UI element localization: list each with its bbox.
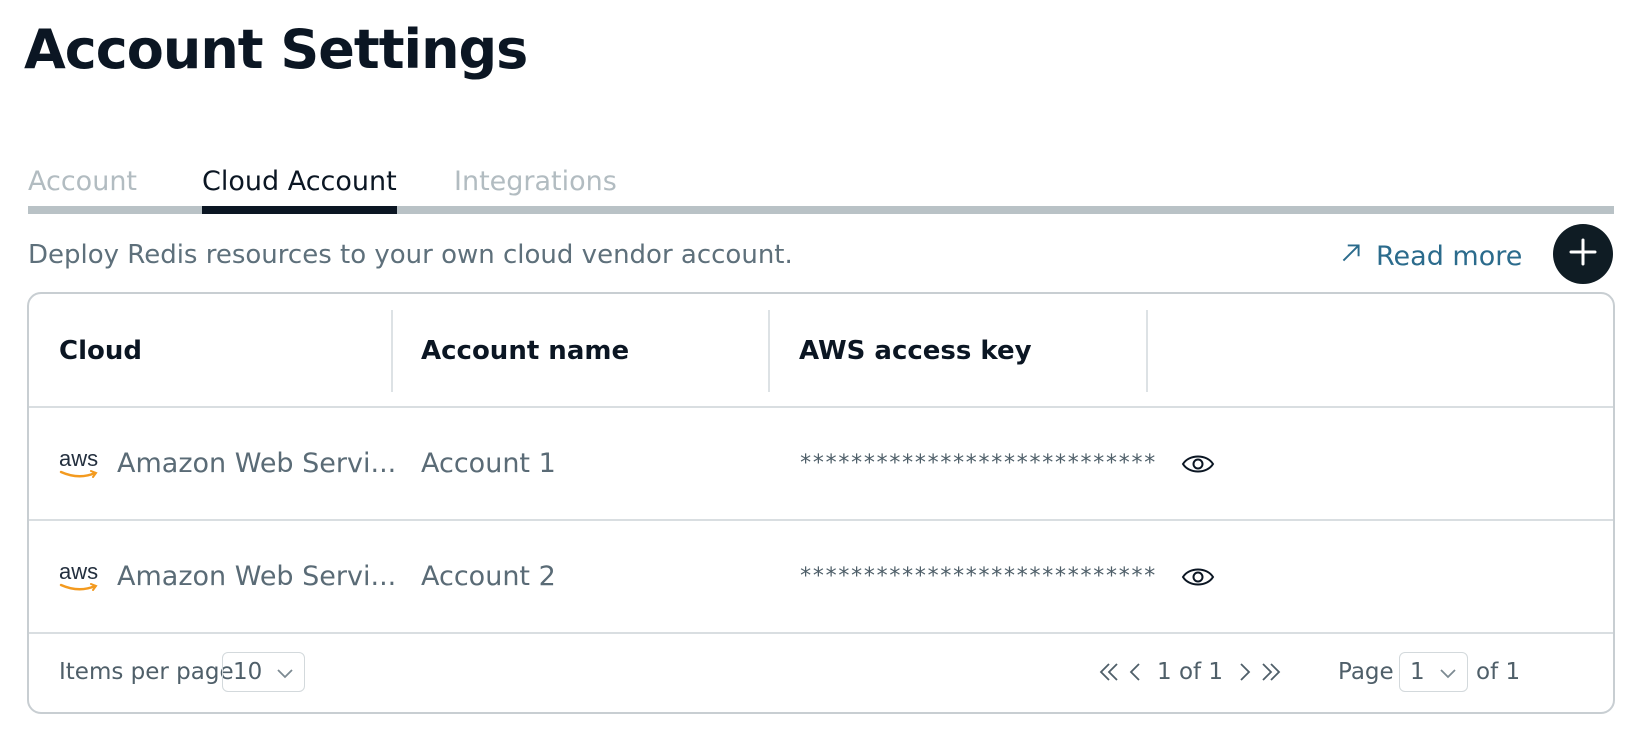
tab-label: Cloud Account — [202, 166, 397, 197]
action-cell — [1181, 521, 1215, 632]
cloud-cell: aws Amazon Web Servi... — [59, 521, 396, 632]
aws-logo-icon: aws — [59, 445, 99, 480]
column-divider[interactable] — [768, 310, 770, 392]
access-key-cell: **************************** — [799, 564, 1156, 589]
next-page-icon[interactable] — [1237, 661, 1253, 683]
table-footer: Items per page 10 1 of 1 Page 1 — [29, 632, 1613, 712]
column-header-aws-access-key[interactable]: AWS access key — [799, 336, 1032, 366]
action-cell — [1181, 408, 1215, 519]
cloud-name: Amazon Web Servi... — [117, 448, 397, 479]
pagination-controls: 1 of 1 — [1097, 632, 1283, 712]
tab-bar: Account Cloud Account Integrations — [28, 162, 1614, 214]
column-divider[interactable] — [391, 310, 393, 392]
cloud-accounts-table: Cloud Account name AWS access key aws Am… — [27, 292, 1615, 714]
add-cloud-account-button[interactable] — [1553, 224, 1613, 284]
access-key-cell: **************************** — [799, 451, 1156, 476]
table-header: Cloud Account name AWS access key — [29, 294, 1613, 408]
cloud-cell: aws Amazon Web Servi... — [59, 408, 396, 519]
aws-logo-text: aws — [59, 558, 99, 584]
page-total: of 1 — [1476, 659, 1521, 685]
account-name-cell: Account 1 — [421, 448, 556, 479]
plus-icon — [1568, 237, 1598, 271]
read-more-link[interactable]: Read more — [1338, 240, 1522, 273]
eye-icon[interactable] — [1181, 560, 1215, 594]
page-select[interactable]: 1 — [1399, 652, 1468, 692]
items-per-page-value: 10 — [233, 659, 263, 685]
items-per-page-label: Items per page — [59, 659, 234, 685]
page-label: Page — [1338, 659, 1394, 685]
first-page-icon[interactable] — [1097, 661, 1121, 683]
aws-logo-icon: aws — [59, 558, 99, 593]
column-divider[interactable] — [1146, 310, 1148, 392]
cloud-name: Amazon Web Servi... — [117, 561, 397, 592]
table-row: aws Amazon Web Servi... Account 1 ******… — [29, 408, 1613, 521]
page-select-value: 1 — [1410, 659, 1425, 685]
aws-logo-text: aws — [59, 445, 99, 471]
chevron-down-icon — [276, 659, 294, 685]
page-title: Account Settings — [24, 18, 528, 81]
table-row: aws Amazon Web Servi... Account 2 ******… — [29, 521, 1613, 634]
page-description: Deploy Redis resources to your own cloud… — [28, 240, 793, 270]
last-page-icon[interactable] — [1259, 661, 1283, 683]
arrow-up-right-icon — [1338, 240, 1364, 273]
column-header-account-name[interactable]: Account name — [421, 336, 630, 366]
tab-cloud-account[interactable]: Cloud Account — [202, 162, 397, 214]
account-name-cell: Account 2 — [421, 561, 556, 592]
active-tab-indicator — [202, 206, 397, 214]
previous-page-icon[interactable] — [1127, 661, 1143, 683]
tab-integrations[interactable]: Integrations — [454, 162, 617, 202]
items-per-page-select[interactable]: 10 — [222, 652, 306, 692]
page-range: 1 of 1 — [1157, 659, 1224, 685]
tab-account[interactable]: Account — [28, 162, 137, 202]
tab-label: Account — [28, 166, 138, 197]
chevron-down-icon — [1439, 659, 1457, 685]
eye-icon[interactable] — [1181, 447, 1215, 481]
read-more-label: Read more — [1376, 241, 1523, 272]
tab-label: Integrations — [454, 166, 617, 197]
tab-track — [28, 206, 1614, 214]
column-header-cloud[interactable]: Cloud — [59, 336, 142, 366]
